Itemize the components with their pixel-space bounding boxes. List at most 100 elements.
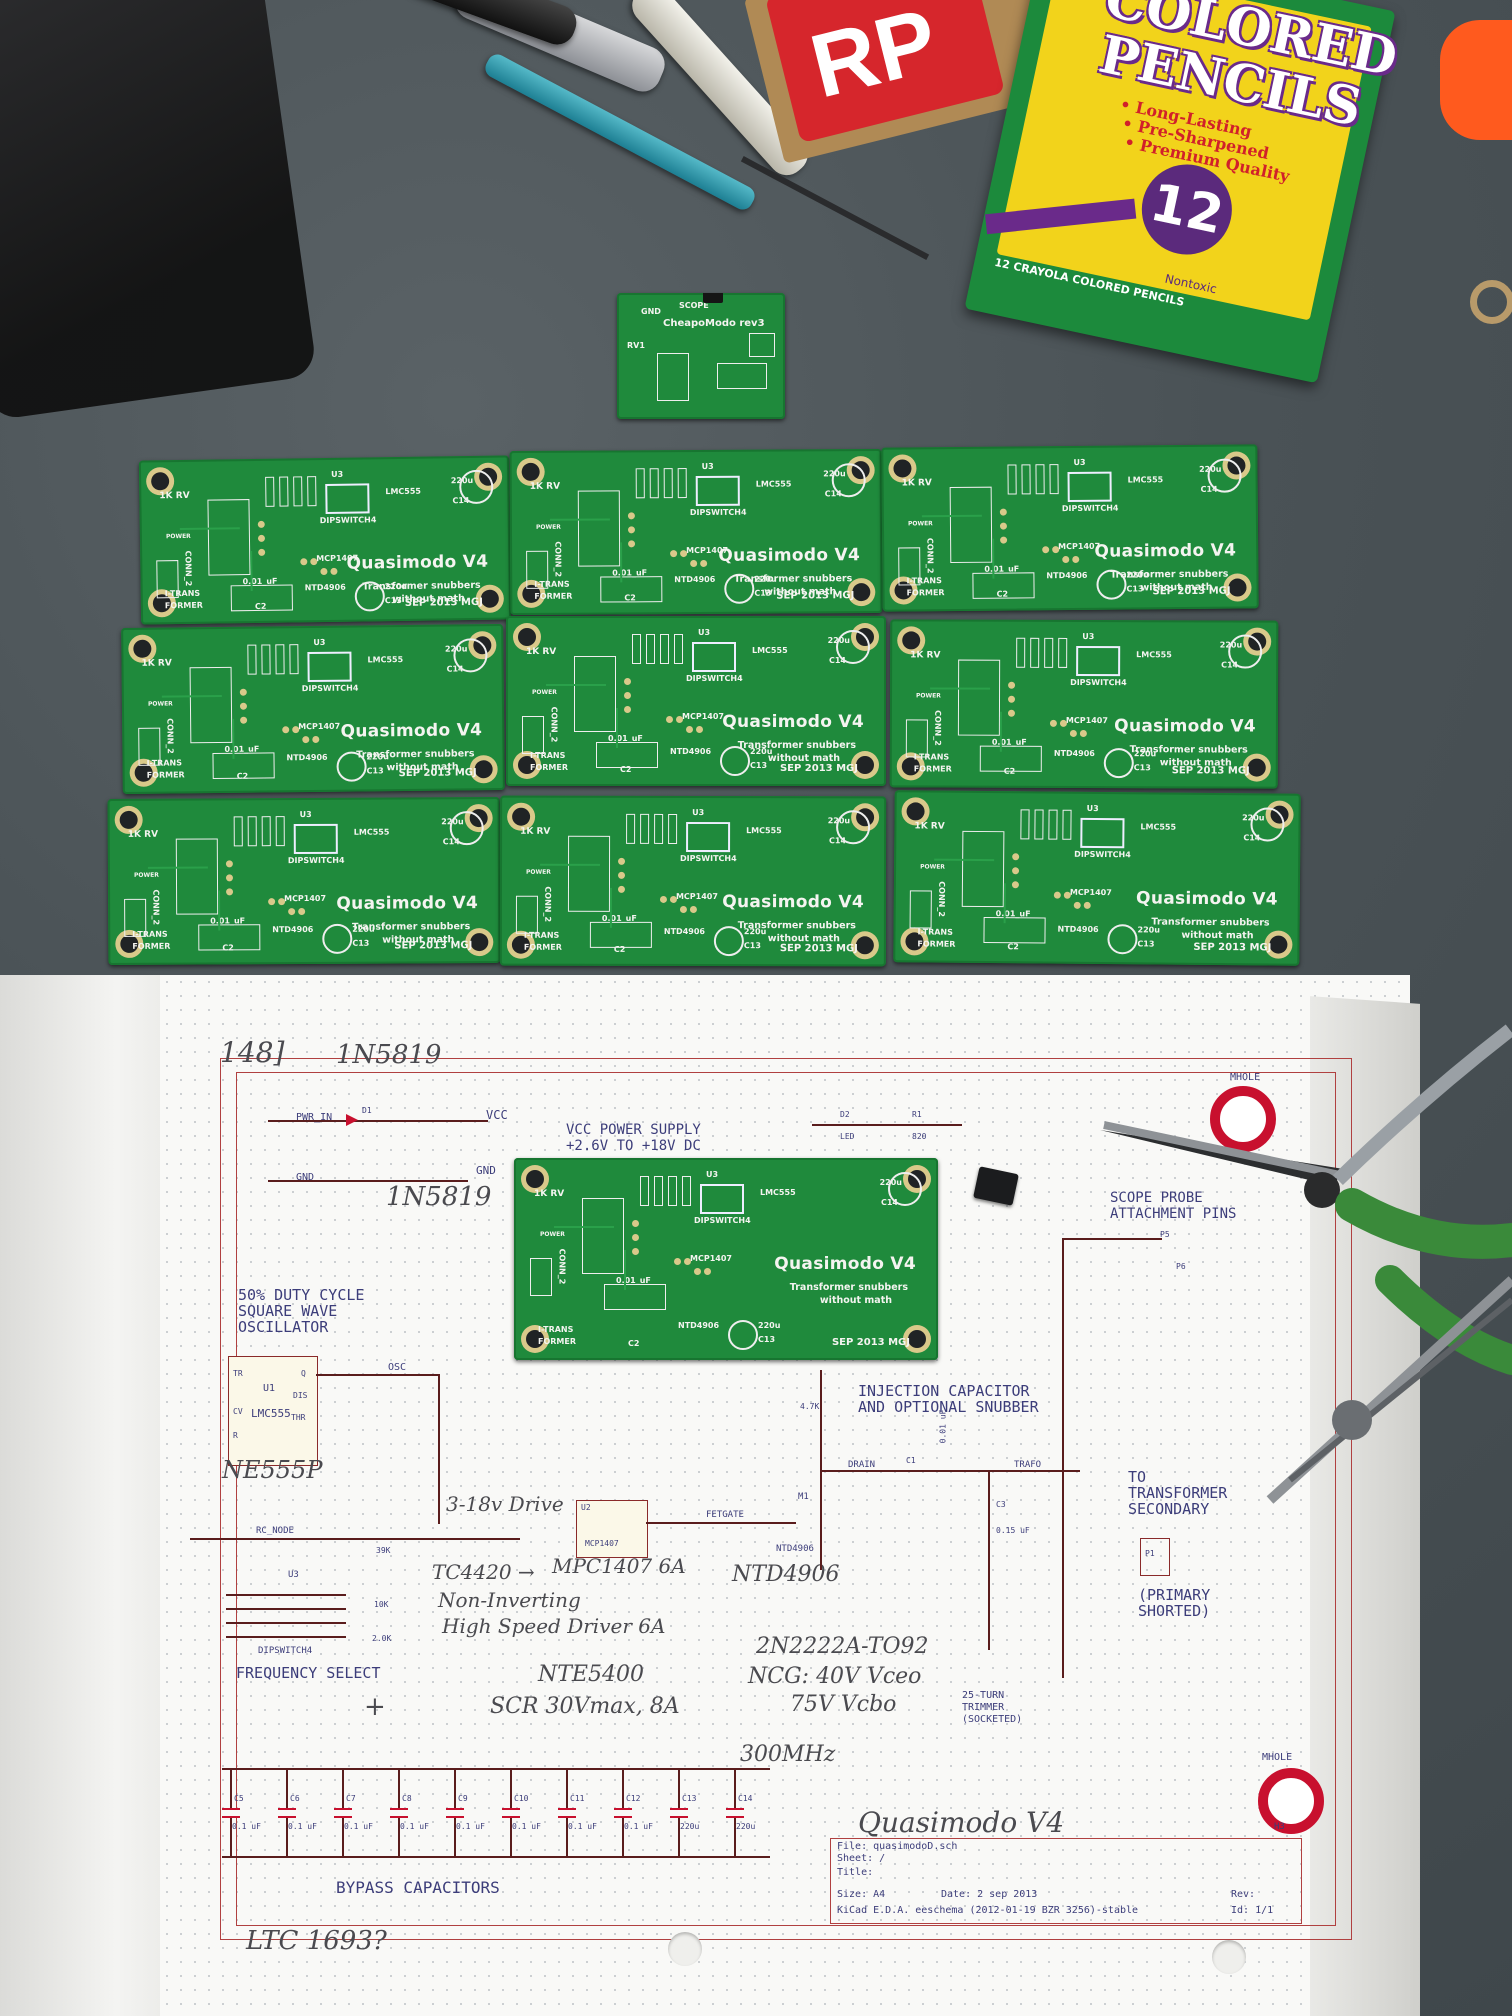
note-tc4420: TC4420 →	[432, 1560, 535, 1584]
note-scr: SCR 30Vmax, 8A	[490, 1694, 680, 1719]
note-1n5819-bottom: 1N5819	[386, 1182, 492, 1212]
pcb8-label-lmc: LMC555	[746, 826, 782, 836]
bypass-cap-plate	[670, 1808, 688, 1818]
pcb8-date: SEP 2013 MGJ	[779, 943, 858, 955]
pcb8-label-dip: DIPSWITCH4	[680, 853, 737, 864]
pcb1-title: Quasimodo V4	[346, 551, 489, 574]
pcb9-title: Quasimodo V4	[1136, 888, 1278, 910]
note-noninverting: Non-Inverting	[438, 1588, 581, 1612]
orange-object	[1440, 20, 1512, 140]
paper-pcb-label-rv: 1K RV	[534, 1189, 565, 1199]
pcb4-label-c13: C13	[366, 766, 384, 776]
p1-connector: P1	[1140, 1538, 1170, 1576]
label-r1-val: 820	[912, 1132, 927, 1141]
bypass-cap-value: 0.1 uF	[624, 1822, 653, 1831]
pcb1-label-rv: 1K RV	[159, 490, 190, 502]
pcb6-label-power: POWER	[916, 692, 941, 700]
wire-drain	[820, 1470, 1080, 1472]
bypass-cap-value: 0.1 uF	[568, 1822, 597, 1831]
pcb8-label-trans2: FORMER	[523, 942, 562, 952]
small-board-label-gnd: GND	[641, 307, 661, 316]
title-injection-2: AND OPTIONAL SNUBBER	[858, 1398, 1039, 1416]
bypass-cap-label: C10	[514, 1794, 529, 1803]
pcb8-title: Quasimodo V4	[722, 892, 864, 913]
label-osc: OSC	[388, 1362, 407, 1373]
paper-pcb-date: SEP 2013 MGJ	[831, 1337, 910, 1348]
pcb5-subtitle-2: without math	[767, 753, 840, 764]
bypass-cap-value: 0.1 uF	[456, 1822, 485, 1831]
tb-date: Date: 2 sep 2013	[941, 1889, 1038, 1900]
pcb7-subtitle-1: Transformer snubbers	[352, 921, 471, 933]
paper-pcb-label-cap01: 0.01_uF	[616, 1276, 651, 1285]
pcb4-label-mcp: MCP1407	[298, 721, 341, 732]
wire-scope	[1062, 1238, 1064, 1678]
pcb1-label-lmc: LMC555	[385, 486, 422, 497]
note-75v: 75V Vcbo	[790, 1692, 897, 1717]
bypass-cap-value: 220u	[680, 1822, 700, 1831]
label-vcc: VCC	[486, 1108, 508, 1122]
pcb3-subtitle-1: Transformer snubbers	[1110, 568, 1229, 581]
pcb4-label-ntd: NTD4906	[286, 752, 328, 763]
bypass-cap-value: 0.1 uF	[400, 1822, 429, 1831]
u2-part: MCP1407	[585, 1539, 619, 1548]
pcb5-label-cap01: 0.01_uF	[608, 734, 643, 743]
pcb-board-4: 1K RV U3 LMC555 DIPSWITCH4 220u C14 C13 …	[121, 624, 505, 794]
note-148: 148]	[220, 1036, 285, 1069]
pcb-board-3: 1K RV U3 LMC555 DIPSWITCH4 220u C14 C13 …	[881, 444, 1259, 612]
pcb5-label-lmc: LMC555	[752, 646, 788, 655]
label-h3: H3	[1274, 1822, 1285, 1832]
pcb4-date: SEP 2013 MGJ	[398, 767, 477, 780]
tb-kicad: KiCad E.D.A. eeschema (2012-01-19 BZR 32…	[837, 1905, 1139, 1916]
label-rc-node: RC_NODE	[256, 1526, 294, 1536]
pcb-board-on-paper: 1K RV U3 LMC555 DIPSWITCH4 220u C14 C13 …	[514, 1158, 938, 1360]
label-r3-val: 39K	[376, 1546, 391, 1555]
pcb2-label-power: POWER	[535, 523, 561, 531]
schematic-frame-outer	[220, 1058, 1352, 1940]
label-c3: C3	[996, 1500, 1006, 1509]
wire-led	[812, 1124, 962, 1126]
pcb5-title: Quasimodo V4	[722, 712, 864, 732]
transistor-icon	[703, 293, 723, 303]
pcb1-label-trans2: FORMER	[164, 600, 203, 611]
pcb7-label-mcp: MCP1407	[284, 893, 327, 904]
pcb9-label-mcp: MCP1407	[1069, 887, 1112, 898]
note-ltc1693: LTC 1693?	[246, 1926, 387, 1956]
paper-pcb-label-ntd: NTD4906	[678, 1321, 720, 1330]
pcb6-label-conn: CONN_2	[933, 710, 943, 746]
pcb-board-9: 1K RV U3 LMC555 DIPSWITCH4 220u C14 C13 …	[893, 790, 1301, 966]
bypass-cap-plate	[558, 1808, 576, 1818]
title-frequency-select: FREQUENCY SELECT	[236, 1664, 381, 1682]
label-trimmer-1: 25-TURN	[962, 1690, 1005, 1701]
schematic-frame-inner	[236, 1072, 1336, 1926]
bypass-cap-label: C12	[626, 1794, 641, 1803]
pcb8-label-c13: C13	[743, 941, 761, 951]
note-highspeed: High Speed Driver 6A	[442, 1614, 666, 1638]
title-injection-1: INJECTION CAPACITOR	[858, 1382, 1030, 1400]
u2-chip: U2 MCP1407	[576, 1500, 648, 1558]
pcb3-title: Quasimodo V4	[1094, 540, 1237, 562]
pcb9-label-conn: CONN_2	[936, 881, 947, 918]
bypass-cap-plate	[614, 1808, 632, 1818]
pcb4-label-u3: U3	[313, 637, 326, 647]
tb-size: Size: A4	[837, 1889, 886, 1900]
label-r2-val: 4.7K	[800, 1402, 820, 1411]
paper-pcb-subtitle-1: Transformer snubbers	[789, 1282, 908, 1293]
wire-osc-down	[438, 1374, 440, 1524]
pcb9-label-lmc: LMC555	[1140, 822, 1177, 832]
pcb3-label-dip: DIPSWITCH4	[1061, 503, 1119, 514]
tb-title: Title:	[837, 1867, 874, 1878]
pcb5-label-u3: U3	[698, 628, 711, 637]
pcb6-label-mcp: MCP1407	[1065, 715, 1108, 726]
pcb4-label-dip: DIPSWITCH4	[301, 683, 359, 694]
wire-bypass-bottom	[222, 1856, 770, 1858]
bypass-cap-plate	[390, 1808, 408, 1818]
pcb8-label-conn: CONN_2	[543, 886, 553, 923]
pcb2-label-u3: U3	[701, 461, 714, 471]
bypass-cap-label: C8	[402, 1794, 412, 1803]
label-p1: P1	[1145, 1549, 1155, 1558]
pcb8-label-ntd: NTD4906	[663, 926, 705, 937]
paper-pcb-label-dip: DIPSWITCH4	[694, 1216, 751, 1225]
note-1n5819-top: 1N5819	[336, 1040, 442, 1070]
bypass-cap-plate	[334, 1808, 352, 1818]
wire-pwr	[268, 1120, 488, 1122]
